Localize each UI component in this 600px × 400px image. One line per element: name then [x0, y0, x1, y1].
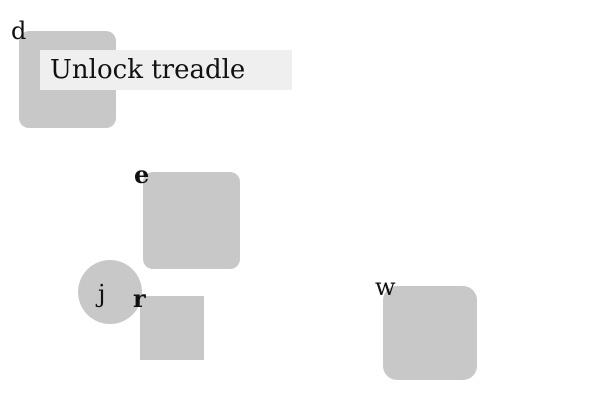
object-w-rounded-square[interactable] [383, 286, 477, 380]
action-tooltip: Unlock treadle [40, 50, 292, 90]
object-j-circle[interactable] [78, 260, 142, 324]
object-e-label: e [134, 160, 150, 189]
object-j-label: j [98, 280, 106, 308]
object-r-label: r [133, 284, 146, 313]
object-d-label: d [11, 17, 27, 45]
object-e-rounded-square[interactable] [143, 172, 240, 269]
object-r-square[interactable] [140, 296, 204, 360]
object-w-label: w [375, 273, 396, 301]
